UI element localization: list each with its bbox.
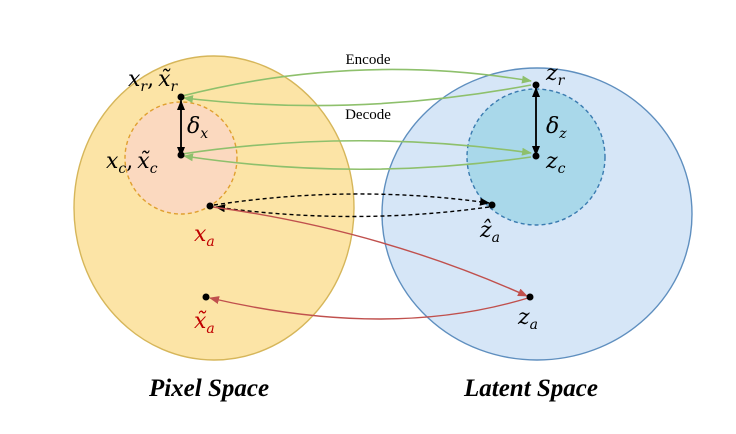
label-z-c: zc (545, 149, 566, 177)
encode-arrow-r (181, 68, 532, 97)
red-arrow-za-to-xa-tilde (209, 296, 529, 320)
label-x-a: xa (194, 222, 215, 250)
label-x-c: xc,x̃c (106, 149, 158, 177)
pixel-space-title: Pixel Space (148, 375, 269, 402)
label-x-r: xr,x̃r (128, 67, 179, 95)
point-x-r (177, 93, 185, 101)
decode-arrow-c (183, 153, 532, 171)
label-z-a: za (517, 305, 538, 333)
label-x-a-tilde: x̃a (194, 309, 215, 337)
point-z-c (532, 152, 540, 160)
dashed-arrow-forward (213, 193, 490, 206)
point-z-a-hat (488, 201, 496, 209)
decode-label: Decode (345, 107, 391, 123)
encode-label: Encode (346, 52, 391, 68)
red-arrow-xa-to-za (212, 206, 528, 297)
point-z-a (526, 293, 534, 301)
encode-arrow-c (181, 139, 532, 156)
label-z-a-hat: ẑa (479, 218, 500, 246)
label-delta-x: δx (187, 114, 208, 142)
point-x-c (177, 151, 185, 159)
dashed-arrow-back (215, 204, 490, 218)
label-delta-z: δz (546, 114, 567, 142)
latent-space-title: Latent Space (463, 375, 598, 402)
decode-arrow-r (183, 84, 532, 107)
point-x-a (206, 202, 214, 210)
label-z-r: zr (545, 61, 566, 89)
point-z-r (532, 81, 540, 89)
point-x-a-tilde (202, 293, 210, 301)
